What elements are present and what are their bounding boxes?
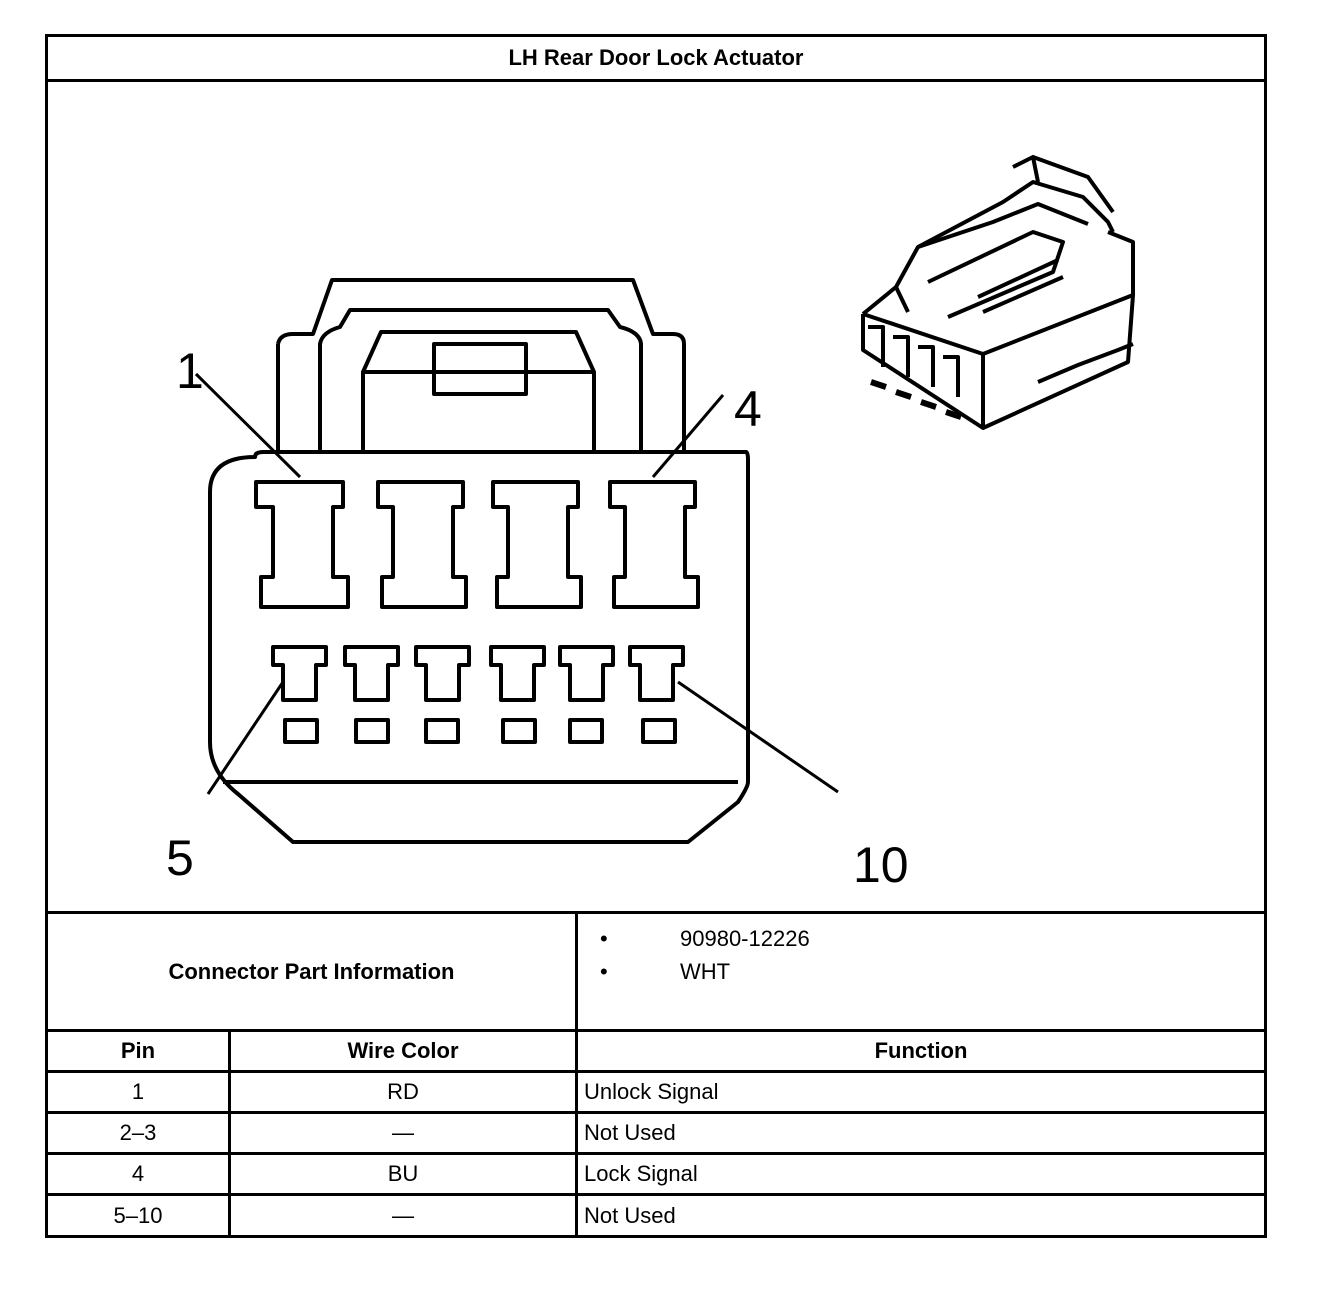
divider bbox=[575, 914, 578, 1238]
divider bbox=[48, 911, 1264, 914]
divider bbox=[48, 1152, 1264, 1155]
divider bbox=[48, 1111, 1264, 1114]
callout-pin-4: 4 bbox=[734, 381, 762, 437]
table-row-pin: 2–3 bbox=[119, 1120, 157, 1145]
pinout-frame: LH Rear Door Lock Actuator bbox=[45, 34, 1267, 1238]
callout-pin-5: 5 bbox=[166, 830, 194, 886]
table-row-pin: 4 bbox=[131, 1161, 145, 1186]
connector-info-label: Connector Part Information bbox=[168, 958, 455, 984]
table-row-function: Lock Signal bbox=[584, 1161, 698, 1186]
connector-info-list: 90980-12226 WHT bbox=[588, 922, 810, 988]
latch-housing bbox=[276, 278, 686, 452]
leader-pin-5 bbox=[206, 681, 285, 795]
latch-window bbox=[361, 330, 596, 452]
leader-pin-4 bbox=[651, 394, 725, 478]
cavity-pin-2 bbox=[376, 480, 468, 609]
header-function: Function bbox=[874, 1038, 968, 1063]
header-wire-color: Wire Color bbox=[347, 1038, 459, 1063]
table-row-wire: RD bbox=[387, 1079, 419, 1104]
divider bbox=[48, 1193, 1264, 1196]
divider bbox=[48, 79, 1264, 82]
table-row-wire: BU bbox=[387, 1161, 419, 1186]
connector-color: WHT bbox=[588, 955, 810, 988]
part-number: 90980-12226 bbox=[588, 922, 810, 955]
divider bbox=[228, 1032, 231, 1238]
cavity-pin-1 bbox=[254, 480, 350, 609]
connector-3d-view bbox=[861, 155, 1135, 430]
table-row-wire: — bbox=[392, 1120, 414, 1145]
cavity-pin-6 bbox=[343, 645, 400, 702]
latch-tab bbox=[432, 342, 528, 396]
table-row-wire: — bbox=[392, 1203, 414, 1228]
divider bbox=[48, 1029, 1264, 1032]
callout-pin-1: 1 bbox=[176, 343, 204, 399]
cavity-pin-7 bbox=[414, 645, 471, 702]
table-row-function: Not Used bbox=[584, 1203, 676, 1228]
table-row-pin: 5–10 bbox=[113, 1203, 163, 1228]
cavity-pin-5 bbox=[271, 645, 328, 702]
cavity-pin-4 bbox=[608, 480, 700, 609]
cavity-pin-9 bbox=[558, 645, 615, 702]
cavity-pin-3 bbox=[491, 480, 583, 609]
table-row-function: Unlock Signal bbox=[584, 1079, 719, 1104]
connector-diagram: 1 4 5 10 bbox=[166, 155, 1135, 893]
leader-pin-1 bbox=[194, 372, 302, 479]
callout-pin-10: 10 bbox=[853, 837, 909, 893]
cavity-pin-10 bbox=[628, 645, 685, 702]
latch-inner bbox=[318, 308, 643, 452]
page-title: LH Rear Door Lock Actuator bbox=[508, 45, 804, 70]
connector-face-outline bbox=[208, 450, 750, 844]
cavity-pin-8 bbox=[489, 645, 546, 702]
table-row-function: Not Used bbox=[584, 1120, 676, 1145]
header-pin: Pin bbox=[120, 1038, 156, 1063]
table-row-pin: 1 bbox=[131, 1079, 145, 1104]
divider bbox=[48, 1070, 1264, 1073]
leader-pin-10 bbox=[677, 680, 839, 794]
